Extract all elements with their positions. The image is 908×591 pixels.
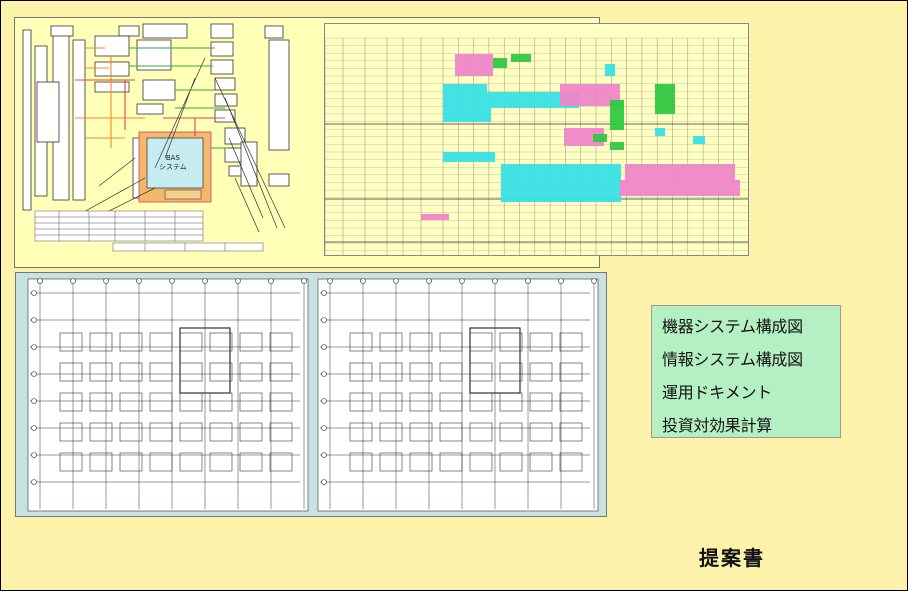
system-diagram-graphic	[22, 23, 290, 252]
proposal-title: 提案書	[699, 546, 765, 570]
menu-item-equipment-system-diagram[interactable]: 機器システム構成図	[662, 317, 803, 336]
schedule-grid-lines	[324, 37, 748, 255]
menu-item-operation-document[interactable]: 運用ドキメント	[662, 383, 772, 402]
floor-plan-thumbnail	[15, 272, 607, 517]
floor-plans-graphic	[27, 278, 599, 512]
bas-system-label: BAS システム	[159, 154, 187, 171]
schedule-table-thumbnail	[324, 23, 749, 256]
menu-item-information-system-diagram[interactable]: 情報システム構成図	[662, 350, 803, 369]
schedule-grid-graphic	[324, 37, 748, 255]
schedule-color-cells	[421, 54, 740, 220]
menu-item-roi-calculation[interactable]: 投資対効果計算	[662, 416, 772, 435]
document-menu: 機器システム構成図 情報システム構成図 運用ドキメント 投資対効果計算	[651, 305, 841, 438]
